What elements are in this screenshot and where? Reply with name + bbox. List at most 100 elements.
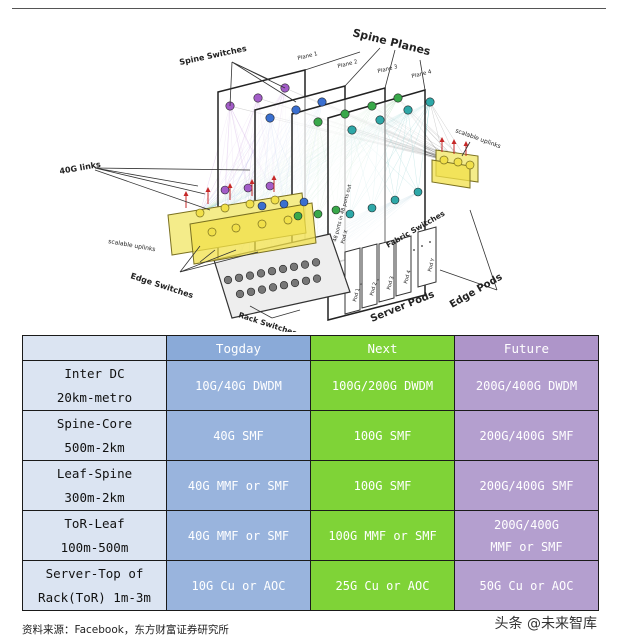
source-note: 资料来源：Facebook，东方财富证券研究所 — [22, 624, 229, 636]
cell-future: 200G/400G SMF — [454, 410, 599, 461]
cell-future: 200G/400G MMF or SMF — [454, 510, 599, 561]
rack-switch-node — [312, 274, 322, 283]
cell-today: 40G MMF or SMF — [166, 460, 311, 511]
row-label-line: Inter DC — [64, 365, 125, 381]
fabric-switch-node — [313, 209, 323, 219]
spine-switch-node — [291, 105, 301, 115]
row-label-line: ToR-Leaf — [64, 515, 125, 531]
rack-switch-node — [290, 278, 300, 288]
row-label: Server-Top of Rack(ToR) 1m-3m — [22, 560, 167, 611]
edge-switch-node — [270, 195, 280, 205]
fabric-switch-node — [299, 197, 309, 207]
fabric-switch-node — [367, 203, 377, 213]
row-label: Inter DC 20km-metro — [22, 360, 167, 411]
spine-switch-node — [347, 125, 357, 135]
edge-switch-node — [207, 227, 217, 237]
pod-panel-4 — [395, 235, 412, 297]
rack-switch-node — [245, 271, 255, 280]
switch-nodes — [195, 83, 475, 299]
label-pod-x: Pod X — [340, 229, 350, 245]
rack-switch-node — [235, 289, 245, 299]
spine-switch-node — [425, 97, 435, 107]
header-next: Next — [310, 335, 455, 361]
spine-switch-node — [367, 101, 377, 111]
row-label-line: Rack(ToR) 1m-3m — [38, 589, 151, 605]
spine-switch-node — [265, 113, 275, 123]
label-rack-switches: Rack Switches — [237, 310, 298, 332]
row-label-line: 300m-2km — [64, 489, 125, 505]
ellipsis-dot — [421, 245, 423, 247]
uplink-arrow-head — [451, 139, 457, 144]
watermark: 头条 @未来智库 — [494, 616, 597, 632]
uplink-arrow-head — [249, 179, 255, 184]
edge-switch-node — [231, 223, 241, 233]
rack-switch-node — [279, 281, 289, 290]
row-label: Spine-Core 500m-2km — [22, 410, 167, 461]
header-today: Togday — [166, 335, 311, 361]
rack-switch-node — [289, 262, 299, 271]
fabric-switch-node — [220, 185, 230, 195]
label-pod-1: Pod 1 — [352, 288, 361, 303]
uplink-arrow-head — [183, 191, 189, 196]
spine-switch-node — [393, 93, 403, 103]
row-label-line: 20km-metro — [56, 389, 133, 405]
fabric-switch-node — [279, 199, 289, 209]
cell-future-line: MMF or SMF — [490, 539, 563, 554]
fabric-switch-node — [345, 209, 355, 219]
rack-switch-node — [267, 267, 277, 276]
fabric-switch-node — [265, 181, 275, 191]
fabric-switch-node — [243, 183, 253, 193]
rack-switch-node — [257, 285, 267, 294]
cell-future: 50G Cu or AOC — [454, 560, 599, 611]
uplink-arrow-head — [205, 187, 211, 192]
rack-switch-node — [278, 264, 288, 274]
rack-switch-node — [268, 283, 278, 292]
fabric-switch-node — [413, 187, 423, 197]
label-scalable-uplinks-right: scalable uplinks — [454, 127, 501, 150]
cell-next: 100G MMF or SMF — [310, 510, 455, 561]
label-pod-y: Pod Y — [427, 257, 437, 273]
label-pod-4: Pod 4 — [403, 270, 412, 285]
row-label-line: Spine-Core — [56, 415, 133, 431]
row-label-line: 500m-2km — [64, 439, 125, 455]
label-plane-3: Plane 3 — [377, 64, 399, 75]
cell-today: 10G/40G DWDM — [166, 360, 311, 411]
cell-today: 40G MMF or SMF — [166, 510, 311, 561]
ellipsis-dot — [429, 241, 431, 243]
cell-next: 100G SMF — [310, 460, 455, 511]
fabric-topology-diagram: Spine Planes Spine Switches 40G links sc… — [59, 26, 505, 332]
uplink-arrow-head — [227, 183, 233, 188]
uplink-arrow-head — [463, 141, 469, 146]
pod-panel-1 — [344, 247, 361, 315]
spine-switch-node — [375, 115, 385, 125]
spine-switch-node — [253, 93, 263, 103]
cell-next: 25G Cu or AOC — [310, 560, 455, 611]
rack-switch-node — [246, 287, 256, 296]
fabric-switch-node — [293, 211, 303, 221]
label-plane-1: Plane 1 — [297, 51, 318, 62]
fabric-switch-node — [331, 205, 341, 215]
cell-future-line: 200G/400G — [493, 517, 560, 532]
row-label-line: Server-Top of — [45, 565, 144, 581]
cell-future: 200G/400G SMF — [454, 460, 599, 511]
rack-switch-node — [256, 269, 266, 278]
spine-switch-node — [313, 117, 323, 127]
label-plane-4: Plane 4 — [411, 69, 433, 80]
callout-lines — [94, 47, 498, 319]
pod-panel-2 — [361, 243, 378, 309]
spine-switch-node — [403, 105, 413, 115]
label-plane-2: Plane 2 — [337, 59, 358, 70]
top-rule — [12, 8, 606, 9]
edge-switch-node — [439, 155, 449, 165]
spine-switch-node — [317, 97, 327, 107]
edge-switch-node — [465, 160, 475, 170]
rack-switch-node — [223, 275, 233, 285]
rack-switch-node — [301, 276, 311, 285]
edge-switch-node — [245, 199, 255, 209]
